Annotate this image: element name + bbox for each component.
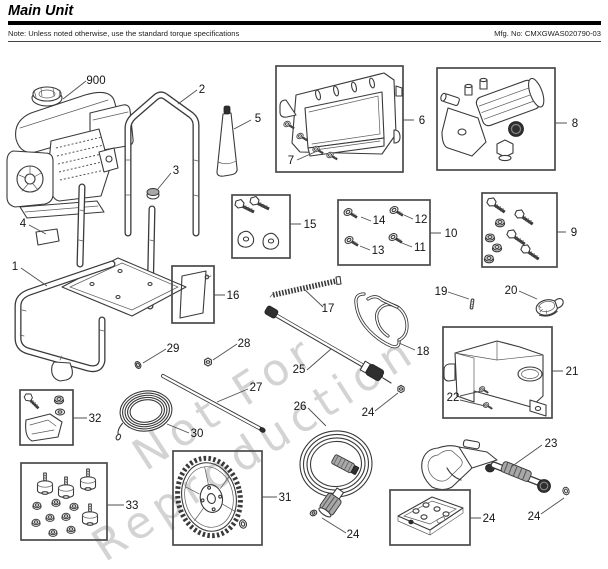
spring <box>269 275 342 298</box>
handle-tube <box>124 91 200 237</box>
detergent-tank-box <box>442 326 553 419</box>
callout-32: 32 <box>89 413 102 425</box>
callout-11: 11 <box>414 242 426 254</box>
control-panel-box <box>275 65 404 173</box>
header-divider <box>8 41 601 42</box>
engine-assembly <box>6 86 134 219</box>
callout-24-tray: 24 <box>483 513 496 525</box>
pump-box <box>436 67 556 171</box>
callout-15: 15 <box>304 219 317 231</box>
spray-wand <box>264 305 392 384</box>
screw-kit-box <box>337 199 431 266</box>
callout-8: 8 <box>572 118 578 130</box>
frame <box>14 257 187 382</box>
panel-kit-box <box>171 265 215 324</box>
callout-3: 3 <box>173 165 179 177</box>
nozzle-tray-box <box>389 489 471 546</box>
warning-label <box>35 228 60 246</box>
callout-13: 13 <box>372 245 385 257</box>
callout-12: 12 <box>415 214 428 226</box>
callout-22: 22 <box>447 392 460 404</box>
callout-24-wand: 24 <box>362 407 375 419</box>
nut-28 <box>204 357 212 367</box>
page-title: Main Unit <box>8 3 74 19</box>
spray-gun <box>421 439 571 496</box>
callout-18: 18 <box>417 346 430 358</box>
callout-4: 4 <box>20 218 27 230</box>
mfg-number: Mfg. No: CMXGWAS020790-03 <box>494 29 601 38</box>
callout-16: 16 <box>227 290 240 302</box>
callout-31: 31 <box>279 492 292 504</box>
bolt-kit-box <box>481 192 558 268</box>
isolator-kit-box <box>20 462 108 541</box>
callout-24-hose: 24 <box>347 529 360 541</box>
callout-25: 25 <box>293 364 306 376</box>
handle-cap <box>146 188 160 200</box>
chemical-hose-coil <box>115 390 173 441</box>
callout-labels: 900 2 3 4 1 5 6 7 8 9 10 14 12 13 11 15 … <box>12 75 579 541</box>
callout-7: 7 <box>288 155 294 167</box>
callout-28: 28 <box>238 338 251 350</box>
bolt-knob-kit-box <box>231 194 291 259</box>
callout-19: 19 <box>435 286 448 298</box>
title-rule <box>8 21 601 25</box>
callout-900: 900 <box>86 75 105 87</box>
callout-17: 17 <box>322 303 335 315</box>
wheel-box <box>172 450 263 546</box>
handle-mount-tubes <box>76 183 156 310</box>
callout-33: 33 <box>126 500 139 512</box>
callout-26: 26 <box>294 401 307 413</box>
callout-29: 29 <box>167 343 180 355</box>
callout-23: 23 <box>545 438 558 450</box>
foot-kit-box <box>19 389 74 446</box>
wand-nut <box>397 384 405 394</box>
pin <box>469 298 475 310</box>
high-pressure-hose <box>299 430 373 518</box>
gun-holder-hook <box>354 292 409 349</box>
callout-2: 2 <box>199 84 205 96</box>
callout-6: 6 <box>419 115 425 127</box>
cone-funnel <box>216 105 238 177</box>
callout-24-gun: 24 <box>528 511 541 523</box>
leader-lines <box>20 80 567 534</box>
callout-21: 21 <box>566 366 579 378</box>
callout-1: 1 <box>12 261 18 273</box>
o-ring-29 <box>134 361 142 369</box>
callout-20: 20 <box>505 285 518 297</box>
callout-5: 5 <box>255 113 261 125</box>
fuel-cap <box>535 297 564 317</box>
callout-27: 27 <box>250 382 263 394</box>
callout-9: 9 <box>571 227 577 239</box>
callout-30: 30 <box>191 428 204 440</box>
callout-10: 10 <box>445 228 458 240</box>
callout-14: 14 <box>373 215 386 227</box>
lance-tube <box>161 374 266 433</box>
torque-note: Note: Unless noted otherwise, use the st… <box>8 29 240 38</box>
